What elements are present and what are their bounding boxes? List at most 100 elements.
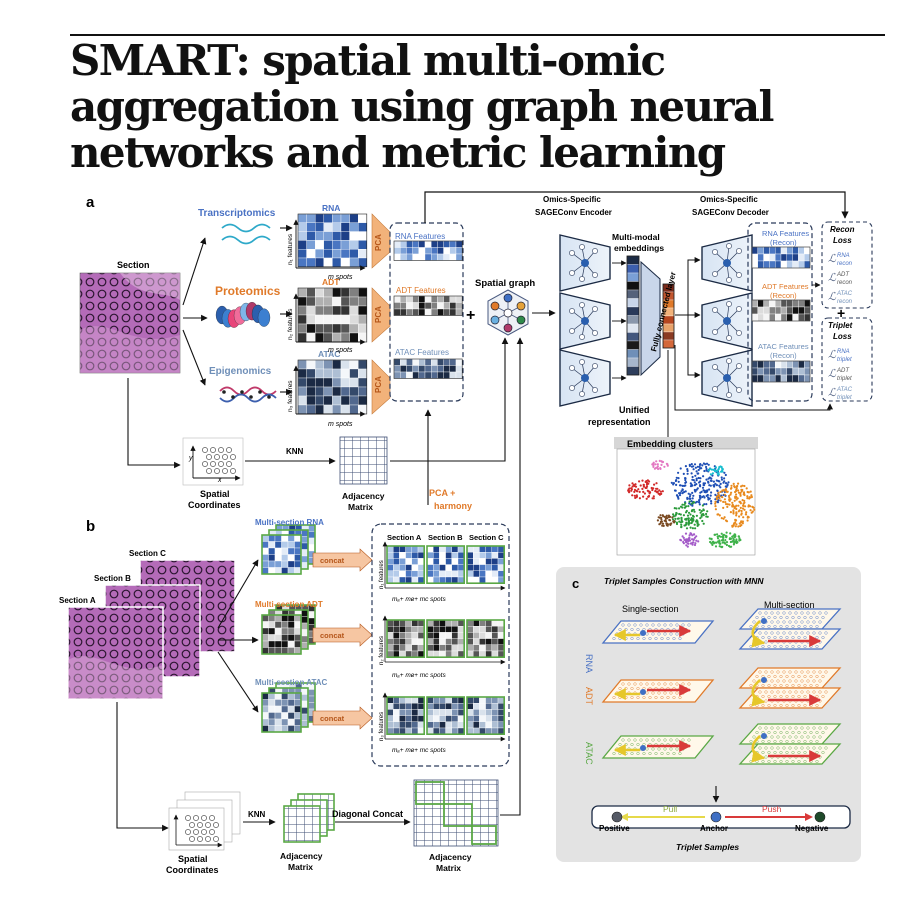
svg-text:ATAC: ATAC	[836, 387, 853, 393]
triplet-loss-label-2: Loss	[833, 332, 852, 341]
arrow-to-coords	[127, 378, 181, 469]
col-head-a: Section A	[387, 533, 422, 542]
unified-embedding	[662, 283, 675, 349]
concat-label-1: concat	[320, 631, 345, 640]
multimodal-label-1: Multi-modal	[612, 232, 660, 242]
recon-loss-rna: ℒ RNA recon	[828, 253, 853, 267]
bmat-2-2	[466, 696, 506, 736]
spatial-coords-a	[182, 437, 244, 486]
bmat-0-1	[426, 545, 466, 585]
clusters-scatter	[627, 459, 756, 549]
decoder-label-1: Omics-Specific	[700, 195, 758, 204]
features-dashed-box	[389, 222, 464, 402]
anchor-label: Anchor	[700, 824, 728, 833]
section-a-label: Section A	[59, 596, 96, 605]
spots-axis-b2: mₐ+ mʙ+ mᴄ spots	[392, 672, 446, 679]
c-single-plane-2	[601, 735, 715, 759]
features-axis-b2: n₂ features	[379, 636, 385, 665]
recon-loss-label-2: Loss	[833, 236, 852, 245]
features-axis-b1: n₁ features	[379, 560, 385, 589]
anchor-dot	[710, 811, 722, 823]
diag-block-2	[443, 803, 473, 827]
knn-label-a: KNN	[286, 447, 304, 456]
c-row-atac: ATAC	[584, 742, 594, 765]
recon-rna-2: (Recon)	[770, 238, 797, 247]
pca-harmony-1: PCA +	[429, 488, 455, 498]
features-axis-1: n₁ features	[287, 233, 294, 265]
pca-label-1: PCA	[374, 234, 383, 251]
pca-harmony-2: harmony	[434, 501, 472, 511]
atac-matrix	[297, 359, 368, 415]
fc-layer	[640, 260, 661, 377]
unified-label-2: representation	[588, 417, 651, 427]
adjacency-b-3: Adjacency	[429, 852, 472, 862]
recon-dashed-box	[747, 222, 813, 402]
negative-label: Negative	[795, 824, 829, 833]
arrow-dec-1	[675, 257, 701, 316]
section-a-stain	[68, 656, 163, 699]
adt-features	[393, 295, 463, 316]
clusters-title-bar	[614, 437, 758, 449]
svg-text:triplet: triplet	[837, 376, 852, 382]
bmat-2-0	[386, 696, 426, 736]
encoder-2	[559, 349, 611, 407]
bmat-0-2	[466, 545, 506, 585]
adt-recon	[751, 299, 811, 322]
arrow-to-triplet-loss	[674, 345, 833, 411]
spatial-coords-b	[168, 791, 241, 851]
adjacency-b-2: Matrix	[288, 862, 313, 872]
single-section-label: Single-section	[622, 604, 679, 614]
pca-label-3: PCA	[374, 376, 383, 393]
col-head-c: Section C	[469, 533, 504, 542]
arrow-to-transcriptomics	[182, 237, 207, 306]
features-axis-2: n₂ features	[287, 308, 294, 340]
negative-dot	[814, 811, 826, 823]
section-c-label: Section C	[129, 549, 166, 558]
spots-axis-b1: mₐ+ mʙ+ mᴄ spots	[392, 596, 446, 603]
concat-label-2: concat	[320, 714, 345, 723]
axis-y-label: y	[188, 455, 193, 462]
multimodal-label-2: embeddings	[614, 243, 664, 253]
knn-label-b: KNN	[248, 810, 266, 819]
diag-block-1	[415, 781, 445, 805]
col-head-b: Section B	[428, 533, 463, 542]
features-axis-3: n₃ features	[287, 380, 294, 412]
encoder-label-2: SAGEConv Encoder	[535, 208, 612, 217]
triplet-loss-atac: ℒ ATAC triplet	[828, 387, 853, 401]
concat-arrow-2	[312, 706, 373, 730]
push-label: Push	[762, 804, 782, 814]
svg-text:ℒ: ℒ	[828, 349, 837, 361]
decoder-0	[701, 234, 753, 292]
diag-concat-label: Diagonal Concat	[332, 809, 403, 819]
block-adjacency-matrix	[413, 779, 499, 847]
spatial-coords-label-1: Spatial	[200, 489, 230, 499]
svg-text:ATAC: ATAC	[836, 291, 853, 297]
c-multi-plane-1	[738, 667, 842, 709]
multi-adt-label: Multi-section ADT	[255, 600, 323, 609]
recon-loss-atac: ℒ ATAC recon	[828, 291, 853, 305]
diag-block-3	[471, 825, 497, 845]
multimodal-embeddings	[626, 255, 640, 376]
encoder-label-1: Omics-Specific	[543, 195, 601, 204]
decoder-2	[701, 349, 753, 407]
adjacency-b-1: Adjacency	[280, 851, 323, 861]
adjacency-b-4: Matrix	[436, 863, 461, 873]
recon-rna-1: RNA Features	[762, 229, 809, 238]
rna-matrix	[297, 213, 368, 268]
arrow-b-coords	[116, 702, 169, 832]
axis-x-label: x	[217, 477, 222, 484]
svg-text:ADT: ADT	[836, 272, 850, 278]
adjacency-label-1: Adjacency	[342, 491, 385, 501]
bmat-1-1	[426, 619, 466, 659]
arrow-b-rna	[217, 559, 259, 629]
concat-label-0: concat	[320, 556, 345, 565]
adjacency-label-2: Matrix	[348, 502, 373, 512]
pull-label: Pull	[663, 804, 677, 814]
panel-b-label: b	[86, 518, 95, 535]
encoder-1	[559, 292, 611, 350]
multi-rna-label: Multi-section RNA	[255, 518, 324, 527]
svg-text:RNA: RNA	[837, 253, 850, 259]
multi-stack-2-0	[261, 692, 302, 733]
arrow-adj-to-graph	[390, 337, 509, 462]
svg-text:triplet: triplet	[837, 395, 852, 401]
